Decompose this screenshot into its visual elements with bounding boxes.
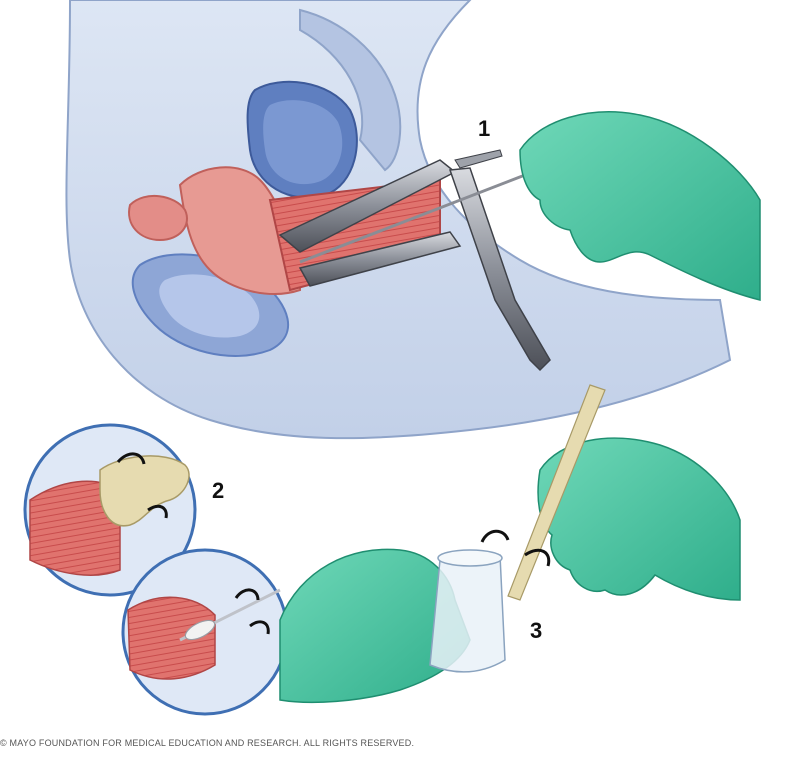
sampling-brush-rod [299,173,526,264]
gloved-hand-top [519,111,761,301]
step-number-3: 3 [530,618,543,643]
step2-spatula-detail [23,423,197,597]
step-number-2: 2 [212,478,225,503]
rotate-arrow-icon [234,588,260,601]
rotate-arrow-icon [480,529,510,543]
rotate-arrow-icon [147,504,168,519]
bladder-inner [263,100,343,185]
specimen-vial [429,554,506,673]
rotate-arrow-icon [116,452,146,465]
step3-specimen-transfer [279,384,741,704]
ovary [128,194,188,242]
cervix-tissue-upper [29,480,121,576]
gloved-hand-right [537,437,741,601]
cytobrush [179,588,281,642]
rotate-arrow-icon [249,620,270,635]
intestine-inner [159,274,260,338]
spatula-tip [99,455,190,527]
speculum [278,149,551,372]
specimen-vial-rim [437,549,503,567]
pelvic-cross-section [65,0,761,440]
speculum-lower-blade [298,231,462,287]
copyright-notice: © MAYO FOUNDATION FOR MEDICAL EDUCATION … [0,738,415,748]
speculum-handle [448,167,551,372]
sacrum [299,8,402,172]
speculum-thumb-lever [454,149,503,169]
spatula-handle [507,384,606,601]
step-number-1: 1 [478,116,491,141]
rotate-arrow-icon [524,548,551,567]
step2-brush-detail [121,548,289,716]
cervix-tissue-lower [127,596,216,680]
